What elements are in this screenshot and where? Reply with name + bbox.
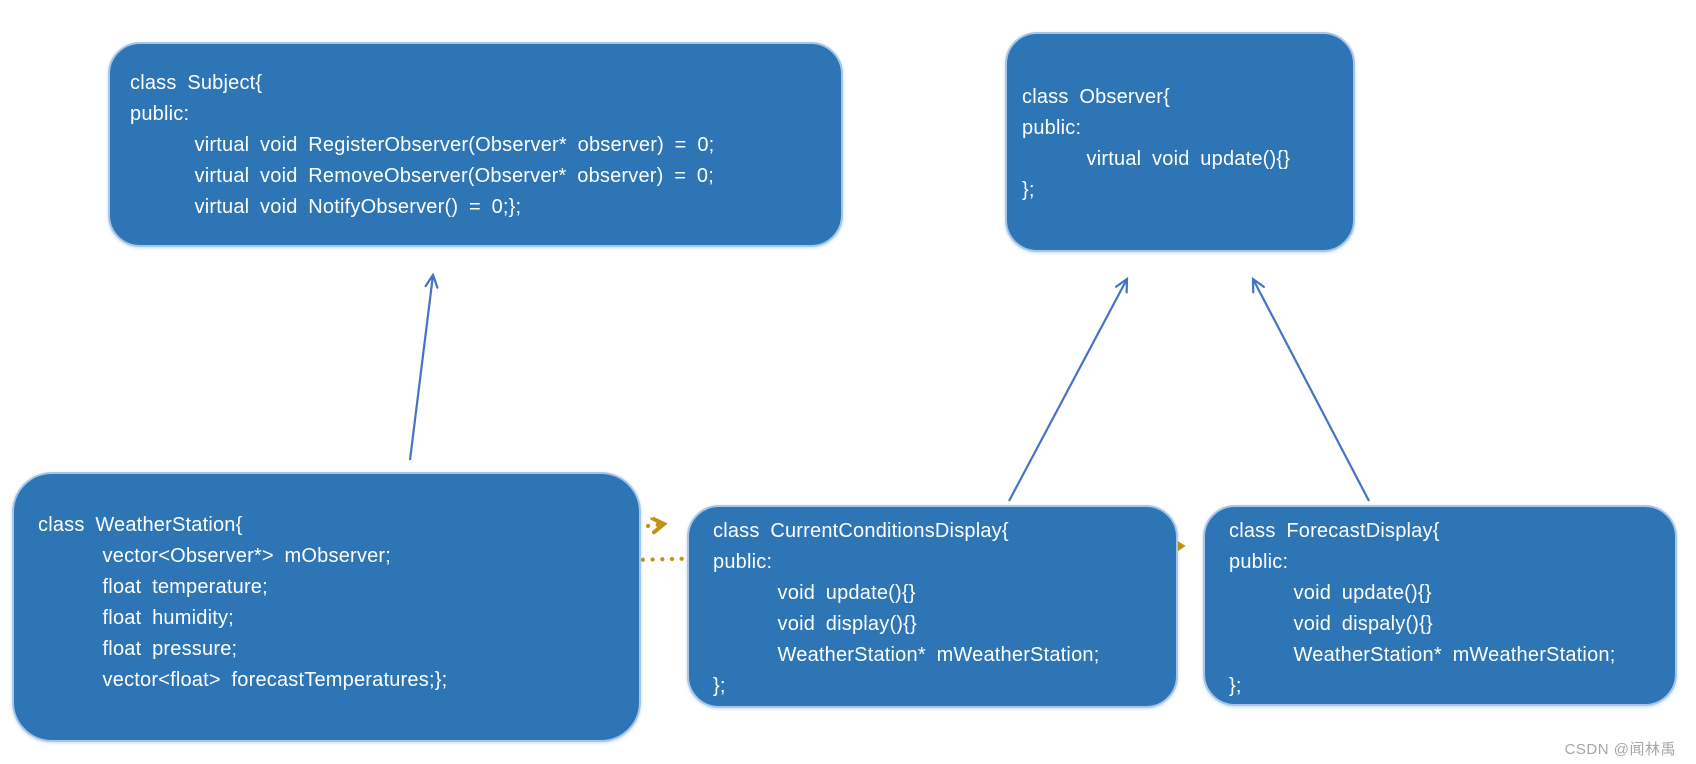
class-box-observer: class Observer{ public: virtual void upd… [1005, 32, 1355, 252]
inheritance-arrow-weatherstation-to-subject [408, 272, 439, 461]
code-line: vector<Observer*> mObserver; [38, 545, 392, 567]
code-line: WeatherStation* mWeatherStation; [713, 644, 1100, 666]
code-line: class Observer{ [1022, 86, 1171, 108]
class-box-weather-station: class WeatherStation{ vector<Observer*> … [12, 472, 641, 742]
code-line: public: [1022, 117, 1082, 139]
class-box-current-conditions-display: class CurrentConditionsDisplay{ public: … [687, 505, 1178, 708]
code-line: }; [1229, 675, 1242, 697]
inheritance-arrow-currentconditionsdisplay-to-observer [1008, 276, 1129, 502]
code-line: virtual void update(){} [1022, 148, 1291, 170]
code-line: float temperature; [38, 576, 268, 598]
code-line: WeatherStation* mWeatherStation; [1229, 644, 1616, 666]
class-box-forecast-display: class ForecastDisplay{ public: void upda… [1203, 505, 1677, 706]
code-line: virtual void RemoveObserver(Observer* ob… [130, 165, 715, 187]
code-line: public: [1229, 551, 1289, 573]
code-line: float humidity; [38, 607, 234, 629]
code-line: float pressure; [38, 638, 238, 660]
code-line: }; [1022, 179, 1035, 201]
code-line: class ForecastDisplay{ [1229, 520, 1440, 542]
code-line: void update(){} [1229, 582, 1432, 604]
code-line: void dispaly(){} [1229, 613, 1433, 635]
code-line: vector<float> forecastTemperatures;}; [38, 669, 448, 691]
code-line: virtual void NotifyObserver() = 0;}; [130, 196, 522, 218]
code-line: class Subject{ [130, 72, 263, 94]
code-line: virtual void RegisterObserver(Observer* … [130, 134, 715, 156]
code-line: class CurrentConditionsDisplay{ [713, 520, 1009, 542]
code-line: public: [130, 103, 190, 125]
watermark: CSDN @闻林禹 [1564, 741, 1676, 758]
code-line: }; [713, 675, 726, 697]
code-line: void update(){} [713, 582, 916, 604]
inheritance-arrow-forecastdisplay-to-observer [1251, 276, 1370, 502]
code-line: class WeatherStation{ [38, 514, 243, 536]
code-line: public: [713, 551, 773, 573]
class-box-subject: class Subject{ public: virtual void Regi… [108, 42, 843, 247]
code-line: void display(){} [713, 613, 917, 635]
